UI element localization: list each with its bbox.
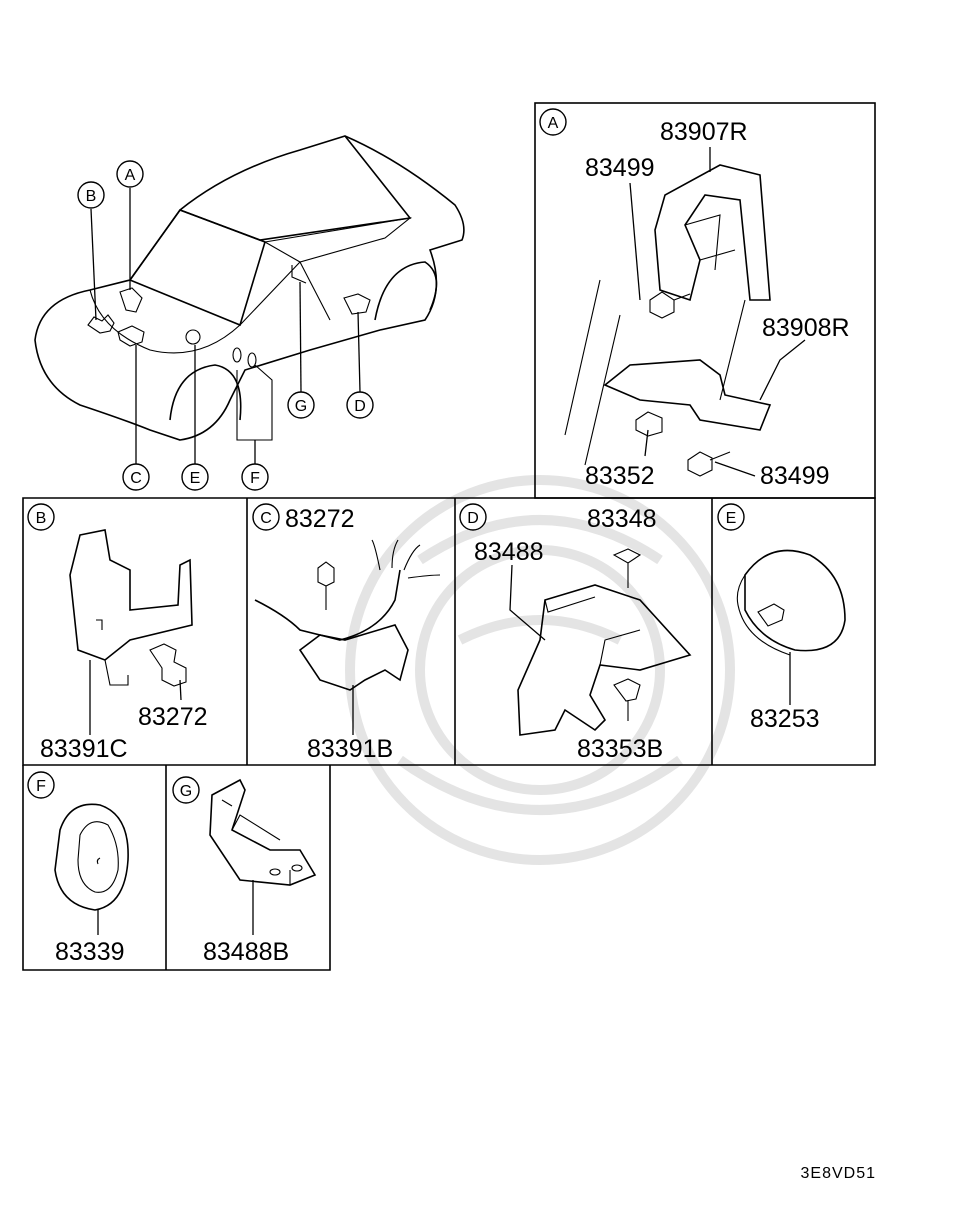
bracket-83908r-drawing (603, 359, 772, 431)
nut-83352-drawing (635, 411, 663, 437)
svg-text:B: B (86, 188, 97, 205)
part-83907r: 83907R (660, 118, 748, 146)
callout-g-car: G (287, 391, 315, 419)
bolt-83272-c-drawing (317, 561, 335, 610)
car-part-e (185, 329, 201, 345)
part-83391c: 83391C (40, 735, 128, 763)
panel-fg-frame (22, 765, 331, 971)
bolt-83499-lower-drawing (687, 451, 731, 477)
panel-a-label: A (539, 108, 567, 136)
part-83908r: 83908R (762, 314, 850, 342)
panel-b-label: B (27, 503, 55, 531)
panel-f-label: F (27, 771, 55, 799)
part-83339: 83339 (55, 938, 125, 966)
screw-83353b-drawing (613, 678, 641, 721)
car-part-b (87, 314, 115, 334)
callout-d-car: D (346, 391, 374, 419)
svg-text:C: C (130, 470, 142, 487)
car-part-f-right (247, 352, 257, 368)
panel-a: A 83907R 83499 83908R 83352 83499 (539, 108, 850, 490)
bracket-83391b-drawing (298, 624, 409, 691)
car-part-d (343, 293, 371, 315)
bolt-83499-upper-drawing (649, 291, 691, 319)
bracket-83391c-drawing (69, 529, 193, 661)
harness-wires (371, 539, 441, 579)
watermark-emblem (345, 475, 735, 865)
car-f-bracket-outline (236, 364, 273, 441)
svg-text:F: F (36, 778, 46, 795)
car-rear-wheel (374, 261, 438, 321)
grommet-83339-inner (77, 821, 119, 893)
panel-g-label: G (172, 776, 200, 804)
panel-c-label: C (252, 503, 280, 531)
svg-text:D: D (467, 510, 479, 527)
panel-c: C 83272 83391B (252, 503, 441, 763)
bracket-83907r-drawing (654, 164, 771, 302)
callout-c-car: C (122, 463, 150, 491)
panel-b: B 83272 83391C (27, 503, 208, 763)
car-body-outline (34, 135, 465, 441)
svg-text:D: D (354, 398, 366, 415)
svg-text:A: A (125, 167, 136, 184)
part-83499-lower: 83499 (760, 462, 830, 490)
panel-f: F 83339 (27, 771, 129, 966)
diagram-code: 3E8VD51 (801, 1165, 877, 1182)
cap-83253-stem (757, 603, 785, 627)
car-overview: B A C E F G D (34, 135, 465, 491)
bracket-83488-drawing (517, 584, 692, 736)
part-83499-upper: 83499 (585, 154, 655, 182)
car-front-wheel (169, 364, 242, 421)
panel-g: G 83488B (172, 776, 317, 966)
part-83272-c: 83272 (285, 505, 355, 533)
part-83488b: 83488B (203, 938, 289, 966)
bolt-83272-b-drawing (149, 643, 187, 687)
part-83272-b: 83272 (138, 703, 208, 731)
car-part-a (119, 287, 143, 313)
svg-text:G: G (180, 783, 192, 800)
svg-text:B: B (36, 510, 47, 527)
car-door-line (239, 261, 331, 326)
harness-cable (254, 569, 401, 641)
car-part-f-left (232, 347, 242, 363)
panel-d-label: D (459, 503, 487, 531)
panel-d: D 83348 83488 83353B (459, 503, 692, 763)
part-83352: 83352 (585, 462, 655, 490)
cap-83253-drawing (744, 549, 846, 652)
callout-e-car: E (181, 463, 209, 491)
part-83353b: 83353B (577, 735, 663, 763)
panel-e: E 83253 (717, 503, 846, 733)
screw-83348-drawing (612, 548, 642, 588)
callout-b-car: B (77, 181, 105, 209)
svg-text:F: F (250, 470, 260, 487)
car-part-c (117, 325, 145, 347)
part-83391b: 83391B (307, 735, 393, 763)
grommet-83339-outer (54, 803, 129, 911)
callout-f-car: F (241, 463, 269, 491)
svg-text:E: E (726, 510, 737, 527)
part-83348: 83348 (587, 505, 657, 533)
callout-a-car: A (116, 160, 144, 188)
car-windshield (128, 209, 266, 327)
car-side-window (263, 217, 412, 263)
panel-row-frame (22, 497, 876, 766)
bracket-83488b-drawing (209, 778, 317, 886)
panel-e-label: E (717, 503, 745, 531)
svg-text:A: A (548, 115, 559, 132)
svg-text:G: G (295, 398, 307, 415)
part-83253: 83253 (750, 705, 820, 733)
svg-text:E: E (190, 470, 201, 487)
svg-text:C: C (260, 510, 272, 527)
car-part-g (291, 265, 307, 284)
part-83488: 83488 (474, 538, 544, 566)
car-hood-line (89, 289, 241, 354)
